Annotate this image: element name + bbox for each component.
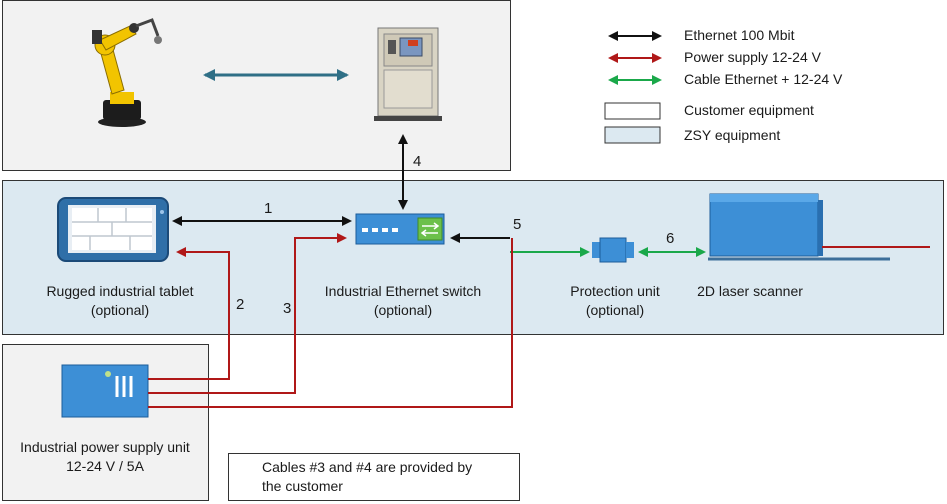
cable-number-6: 6	[666, 230, 675, 247]
cable-number-4: 4	[413, 153, 422, 170]
legend-power: Power supply 12-24 V	[684, 49, 821, 65]
tablet-label: Rugged industrial tablet (optional)	[20, 282, 220, 320]
legend-ethernet: Ethernet 100 Mbit	[684, 27, 795, 43]
switch-label: Industrial Ethernet switch (optional)	[303, 282, 503, 320]
psu-label-line2: 12-24 V / 5A	[66, 458, 144, 474]
scanner-label: 2D laser scanner	[697, 283, 803, 299]
legend-zsy: ZSY equipment	[684, 127, 781, 143]
tablet-label-line1: Rugged industrial tablet	[46, 283, 194, 299]
note-line2: the customer	[262, 478, 343, 494]
rugged-tablet-icon	[57, 197, 169, 262]
laser-scanner-icon	[708, 193, 930, 261]
legend-customer-swatch	[604, 102, 661, 120]
ethernet-switch-icon	[355, 213, 445, 245]
cable-number-5: 5	[513, 216, 522, 233]
psu-label-line1: Industrial power supply unit	[20, 439, 190, 455]
protection-label: Protection unit (optional)	[550, 282, 680, 320]
note-box	[228, 453, 520, 501]
note-text: Cables #3 and #4 are provided by the cus…	[262, 458, 472, 496]
legend-cable-both: Cable Ethernet + 12-24 V	[684, 71, 843, 87]
cable-5-power	[148, 238, 513, 408]
switch-label-line2: (optional)	[373, 302, 433, 318]
legend-zsy-swatch	[604, 126, 661, 144]
protection-label-line2: (optional)	[585, 302, 645, 318]
power-supply-icon	[61, 364, 149, 418]
cable-number-2: 2	[236, 296, 245, 313]
protection-label-line1: Protection unit	[570, 283, 660, 299]
robot-controller-icon	[374, 27, 442, 121]
tablet-label-line2: (optional)	[90, 302, 150, 318]
cable-3	[148, 233, 347, 394]
cable-2	[148, 247, 230, 380]
protection-unit-icon	[592, 237, 634, 263]
cable-number-1: 1	[264, 200, 273, 217]
robot-arm-icon	[92, 18, 162, 127]
cable-number-3: 3	[283, 300, 292, 317]
psu-label: Industrial power supply unit 12-24 V / 5…	[5, 438, 205, 476]
legend-customer: Customer equipment	[684, 102, 814, 118]
note-line1: Cables #3 and #4 are provided by	[262, 459, 473, 475]
switch-label-line1: Industrial Ethernet switch	[324, 283, 482, 299]
